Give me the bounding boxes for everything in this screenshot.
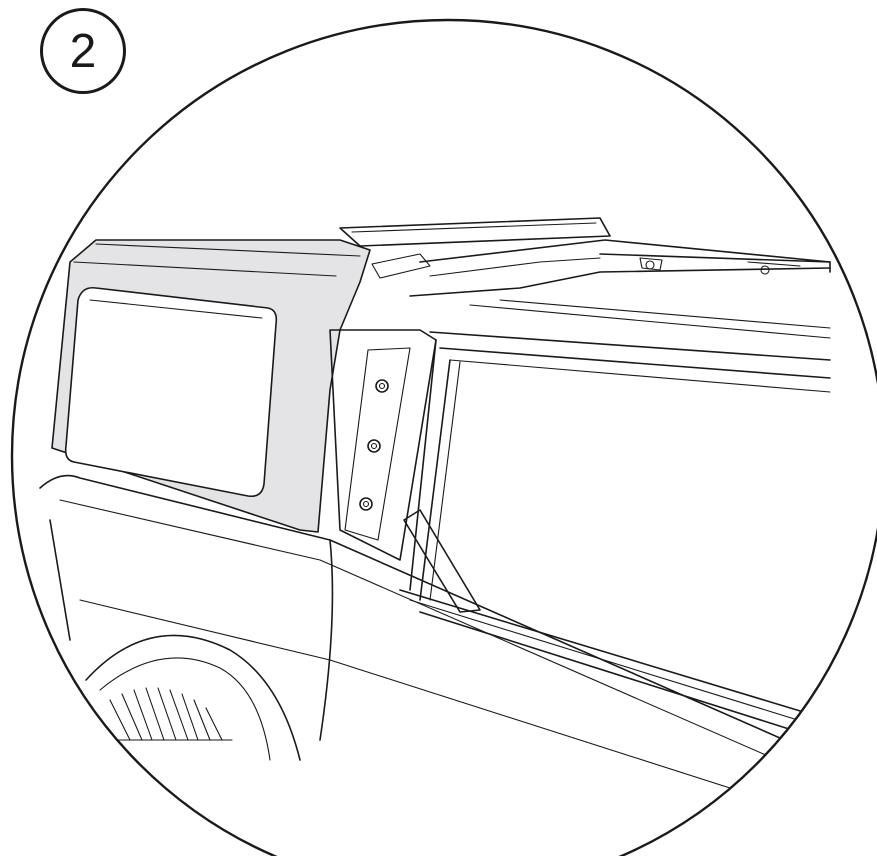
step-number-badge: 2 (40, 8, 126, 94)
rear-side-panel (51, 239, 371, 533)
panel-window (64, 286, 278, 498)
b-pillar (329, 329, 437, 561)
step-number: 2 (69, 25, 97, 78)
tire-tread (99, 687, 233, 741)
body-side (39, 474, 831, 821)
detail-circle (10, 18, 877, 861)
roof-frame (339, 217, 831, 339)
